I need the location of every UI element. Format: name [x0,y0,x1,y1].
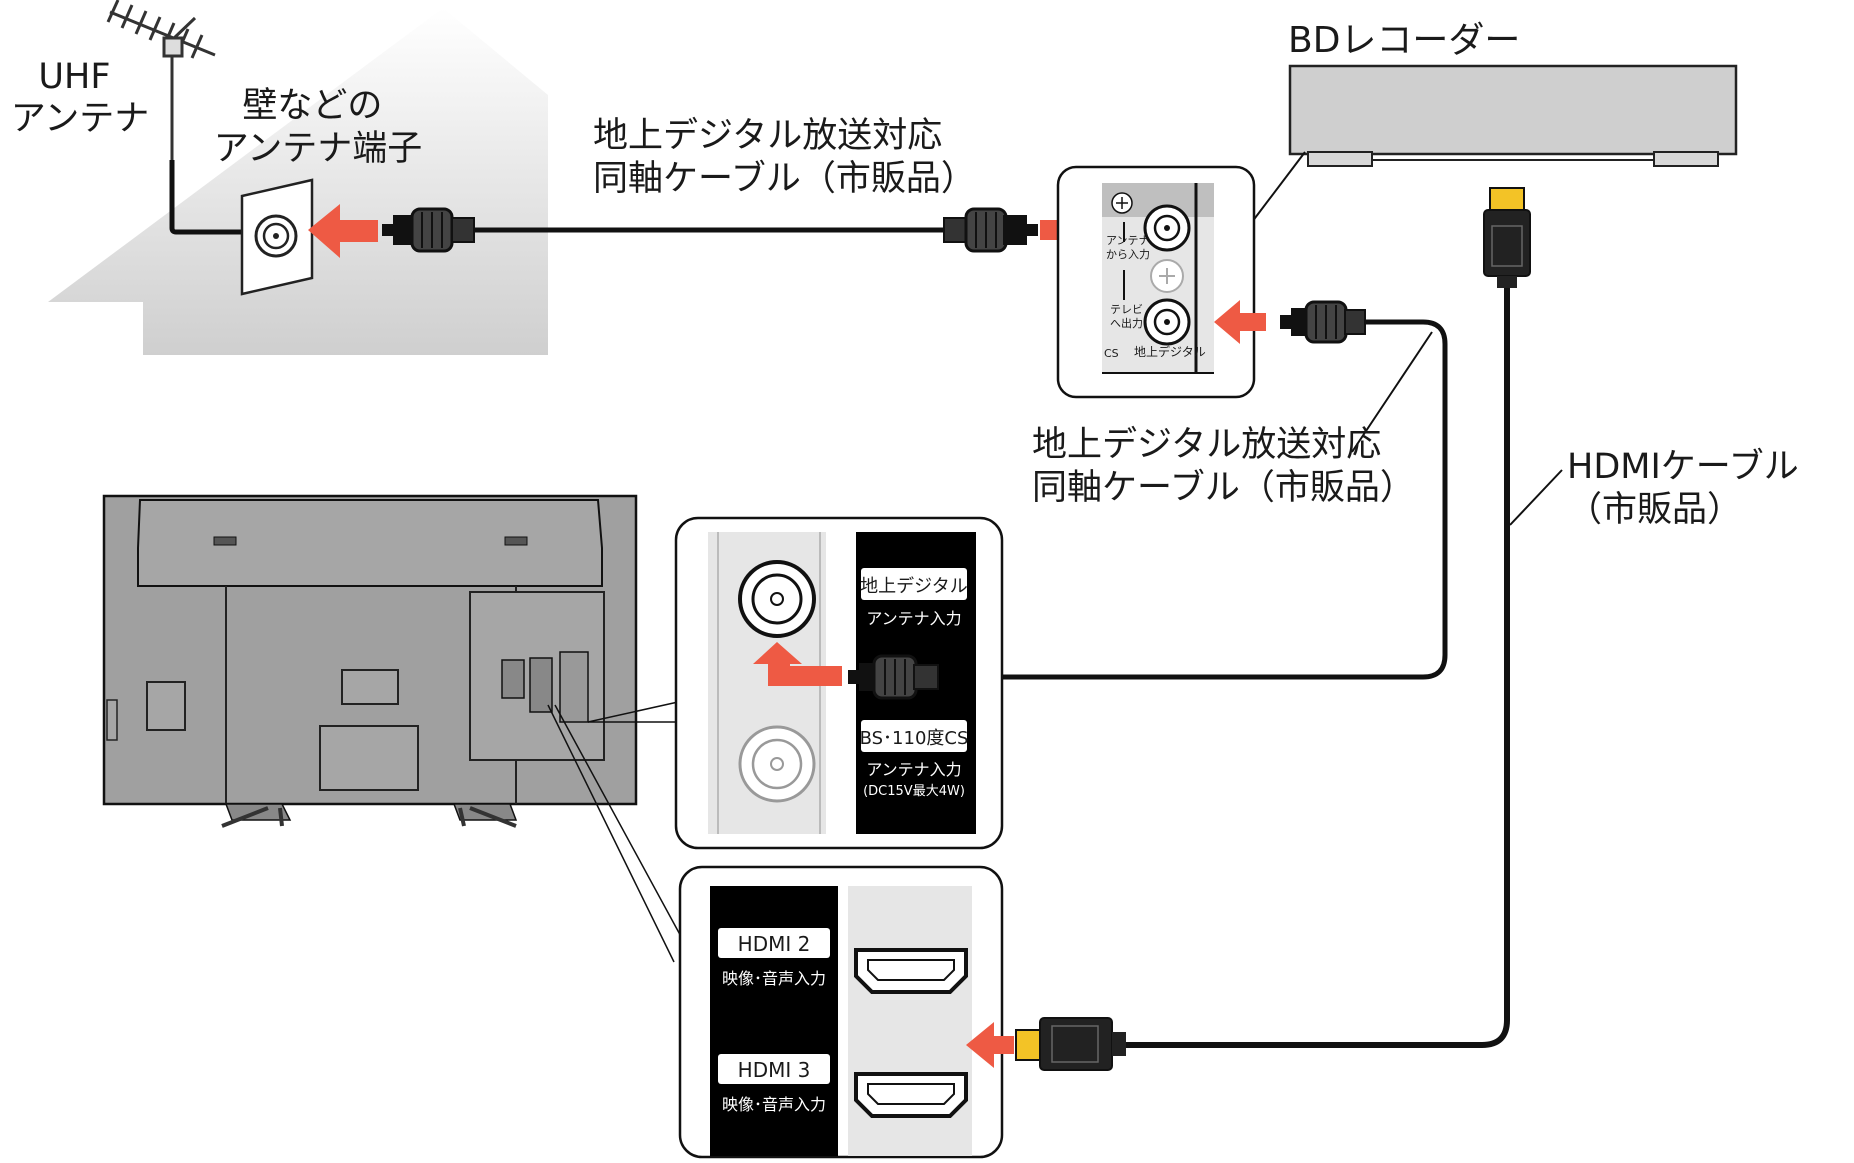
arrow-to-tv-hdmi-icon [966,1022,1014,1068]
tv-rear [102,494,638,828]
tv-terrestrial-sub: アンテナ入力 [866,609,961,628]
recorder-tv-out-label: テレビ へ出力 [1110,303,1147,330]
coax-cable-mid-label: 地上デジタル放送対応 同軸ケーブル（市販品） [1032,425,1415,508]
hdmi-port-2-icon [854,948,968,994]
hdmi-cable-label: HDMIケーブル （市販品） [1567,447,1810,530]
coax-plug-left-icon [382,207,475,253]
tv-bs-note: (DC15V最大4W) [863,784,965,799]
recorder-antenna-in-label: アンテナ から入力 [1106,234,1153,261]
coax-plug-recorder-side-icon [1280,300,1366,344]
bd-recorder [1288,64,1738,167]
antenna-wire [169,160,242,235]
recorder-terrestrial-label: 地上デジタル [1134,344,1206,359]
coax-mid-leader [1351,331,1433,453]
hdmi2-sub: 映像･音声入力 [722,969,826,988]
coax-cable-top-label: 地上デジタル放送対応 同軸ケーブル（市販品） [593,116,976,199]
tv-bs-sub: アンテナ入力 [866,760,961,779]
arrow-to-wall-icon [308,204,378,258]
recorder-cs-fragment: CS [1104,347,1119,360]
tv-callout-lines [547,701,685,963]
arrow-to-recorder-out-icon [1214,300,1266,344]
coax-plug-right-icon [943,207,1038,253]
uhf-antenna-label: UHF アンテナ [11,57,150,139]
hdmi3-sub: 映像･音声入力 [722,1095,826,1114]
wall-antenna-terminal [240,178,314,296]
uhf-antenna-icon [106,0,216,160]
hdmi-cable [1122,187,1531,1048]
arrow-to-tv-antenna-icon [753,642,842,686]
tv-antenna-panel [674,516,1004,850]
wall-terminal-label: 壁などの アンテナ端子 [214,86,423,169]
tv-terrestrial-title: 地上デジタル [860,576,968,597]
hdmi-port-3-icon [854,1072,968,1118]
bd-recorder-label: BDレコーダー [1288,20,1520,61]
house [48,8,548,355]
tv-bs-title: BS･110度CS [860,728,969,749]
hdmi-leader [1509,469,1563,526]
hdmi3-title: HDMI 3 [738,1058,811,1082]
hdmi2-title: HDMI 2 [738,932,811,956]
recorder-callout [1056,151,1306,399]
tv-hdmi-panel [678,865,1004,1159]
coax-cable-top [382,207,1038,253]
coax-cable-middle [938,300,1448,680]
hdmi-plug-tv-icon [1015,1017,1126,1071]
coax-plug-tv-icon [848,654,939,700]
